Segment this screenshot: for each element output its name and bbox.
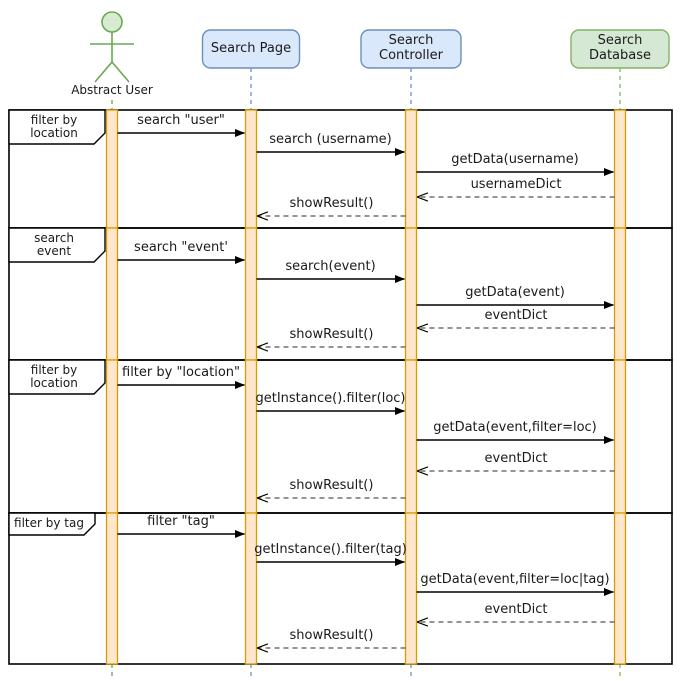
activation-bar-actor-4 — [105, 512, 119, 665]
message-label-m18: getData(event,filter=loc|tag) — [420, 572, 610, 587]
participant-headers — [90, 11, 670, 83]
message-label-m13: getData(event,filter=loc) — [433, 420, 597, 435]
fragment-tag-shape-3 — [8, 359, 106, 395]
activation-bar-page-4 — [244, 512, 258, 665]
message-label-m12: getInstance().filter(loc) — [255, 391, 406, 406]
actor-leg-left-icon — [94, 61, 113, 83]
message-label-m9: eventDict — [484, 308, 548, 323]
activation-bar-actor-3 — [105, 359, 119, 514]
message-label-m8: getData(event) — [465, 285, 565, 300]
message-label-m20: showResult() — [289, 628, 374, 643]
fragment-frames — [8, 109, 673, 665]
activation-bar-controller-4 — [404, 512, 418, 665]
fragment-label-4: filter by tag — [9, 513, 89, 535]
message-label-m15: showResult() — [289, 478, 374, 493]
fragment-tag-shape-1 — [8, 109, 106, 145]
message-label-m7: search(event) — [285, 259, 376, 274]
message-label-m3: getData(username) — [451, 152, 579, 167]
fragment-label-text: filter by tag — [14, 516, 84, 531]
message-label-m14: eventDict — [484, 451, 548, 466]
message-label-m19: eventDict — [484, 602, 548, 617]
message-label-m5: showResult() — [289, 196, 374, 211]
fragment-tag-shape-4 — [8, 512, 96, 536]
message-label-m4: usernameDict — [470, 177, 562, 192]
fragment-frame-4 — [8, 512, 673, 665]
activation-bar-database-1 — [613, 109, 627, 229]
message-arrows — [117, 129, 615, 648]
activation-bar-database-3 — [613, 359, 627, 514]
participant-label-actor: Abstract User — [71, 83, 153, 97]
message-label-m1: search "user" — [137, 113, 225, 128]
participant-label-page: Search Page — [203, 30, 300, 68]
activation-bar-database-4 — [613, 512, 627, 665]
message-label-m11: filter by "location" — [122, 365, 240, 380]
message-label-m16: filter "tag" — [147, 514, 215, 529]
message-label-m2: search (username) — [269, 132, 392, 147]
message-label-m6: search "event' — [134, 240, 228, 255]
fragment-tag-shape-2 — [8, 227, 106, 263]
actor-head-icon — [101, 11, 123, 33]
activation-bars — [105, 109, 627, 665]
actor-leg-right-icon — [111, 61, 130, 83]
participant-name-text: Search Page — [210, 40, 292, 56]
lifelines — [111, 68, 621, 678]
message-label-m10: showResult() — [289, 327, 374, 342]
message-label-m17: getInstance().filter(tag) — [254, 542, 407, 557]
